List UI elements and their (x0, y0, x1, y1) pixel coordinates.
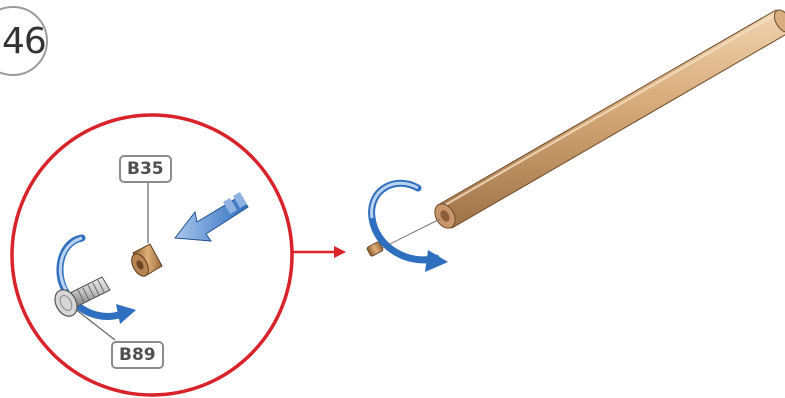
part-label-b35: B35 (119, 155, 172, 183)
part-label-b89: B89 (111, 341, 164, 369)
rotation-arrow-icon (372, 183, 448, 272)
wooden-rod (431, 7, 785, 232)
pointer-arrow-icon (292, 246, 346, 258)
step-number: 46 (2, 24, 48, 60)
